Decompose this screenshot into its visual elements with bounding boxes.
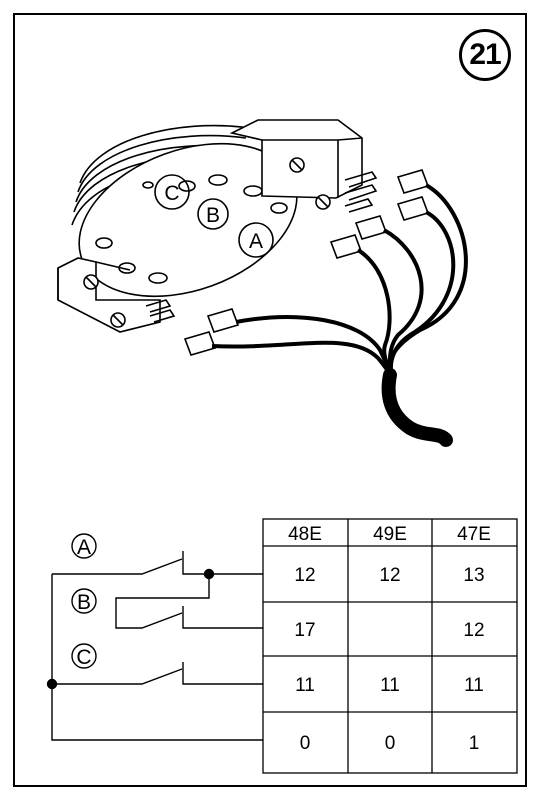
switch-marker-c [71,643,97,669]
cable-bundle [381,368,453,447]
table-cell: 12 [294,565,315,586]
switch-b-feed [115,574,210,629]
table-cell: 0 [385,733,396,754]
switch-b-output [182,606,263,629]
disc-marker-a [238,222,274,258]
page-frame [13,13,527,787]
switch-marker-b [71,588,97,614]
disc-label-a: A [249,230,263,253]
upper-switch-block [229,119,378,213]
table-cell: 0 [300,733,311,754]
lower-bracket [57,257,176,333]
table-header-47e: 47E [457,524,491,545]
table-cell: 1 [469,733,480,754]
switch-label-b: B [77,591,91,614]
switch-marker-a [71,533,97,559]
disc-marker-c [154,174,190,210]
table-cell: 11 [464,675,484,696]
table-cell: 11 [380,675,400,696]
switch-c-contact [52,668,183,685]
table-header-48e: 48E [288,524,322,545]
disc-label-b: B [206,204,220,227]
table-cell: 12 [379,565,400,586]
disc-label-c: C [164,182,179,205]
wire-harness [211,183,468,379]
disc-holes [95,174,288,284]
step-number-badge: 21 [459,29,511,81]
wiring-table [262,518,518,774]
switch-schematic [46,533,263,741]
table-cell: 11 [295,675,315,696]
table-header-49e: 49E [373,524,407,545]
switch-a-contact [52,558,183,575]
switch-label-c: C [76,646,91,669]
timer-assembly-illustration [57,119,468,447]
switch-label-a: A [77,536,91,559]
disc-marker-b [197,198,229,230]
switch-c-output [182,662,263,685]
table-cell: 17 [294,620,315,641]
table-cell: 12 [463,620,484,641]
table-cell: 13 [463,565,484,586]
common-rail [51,574,263,741]
